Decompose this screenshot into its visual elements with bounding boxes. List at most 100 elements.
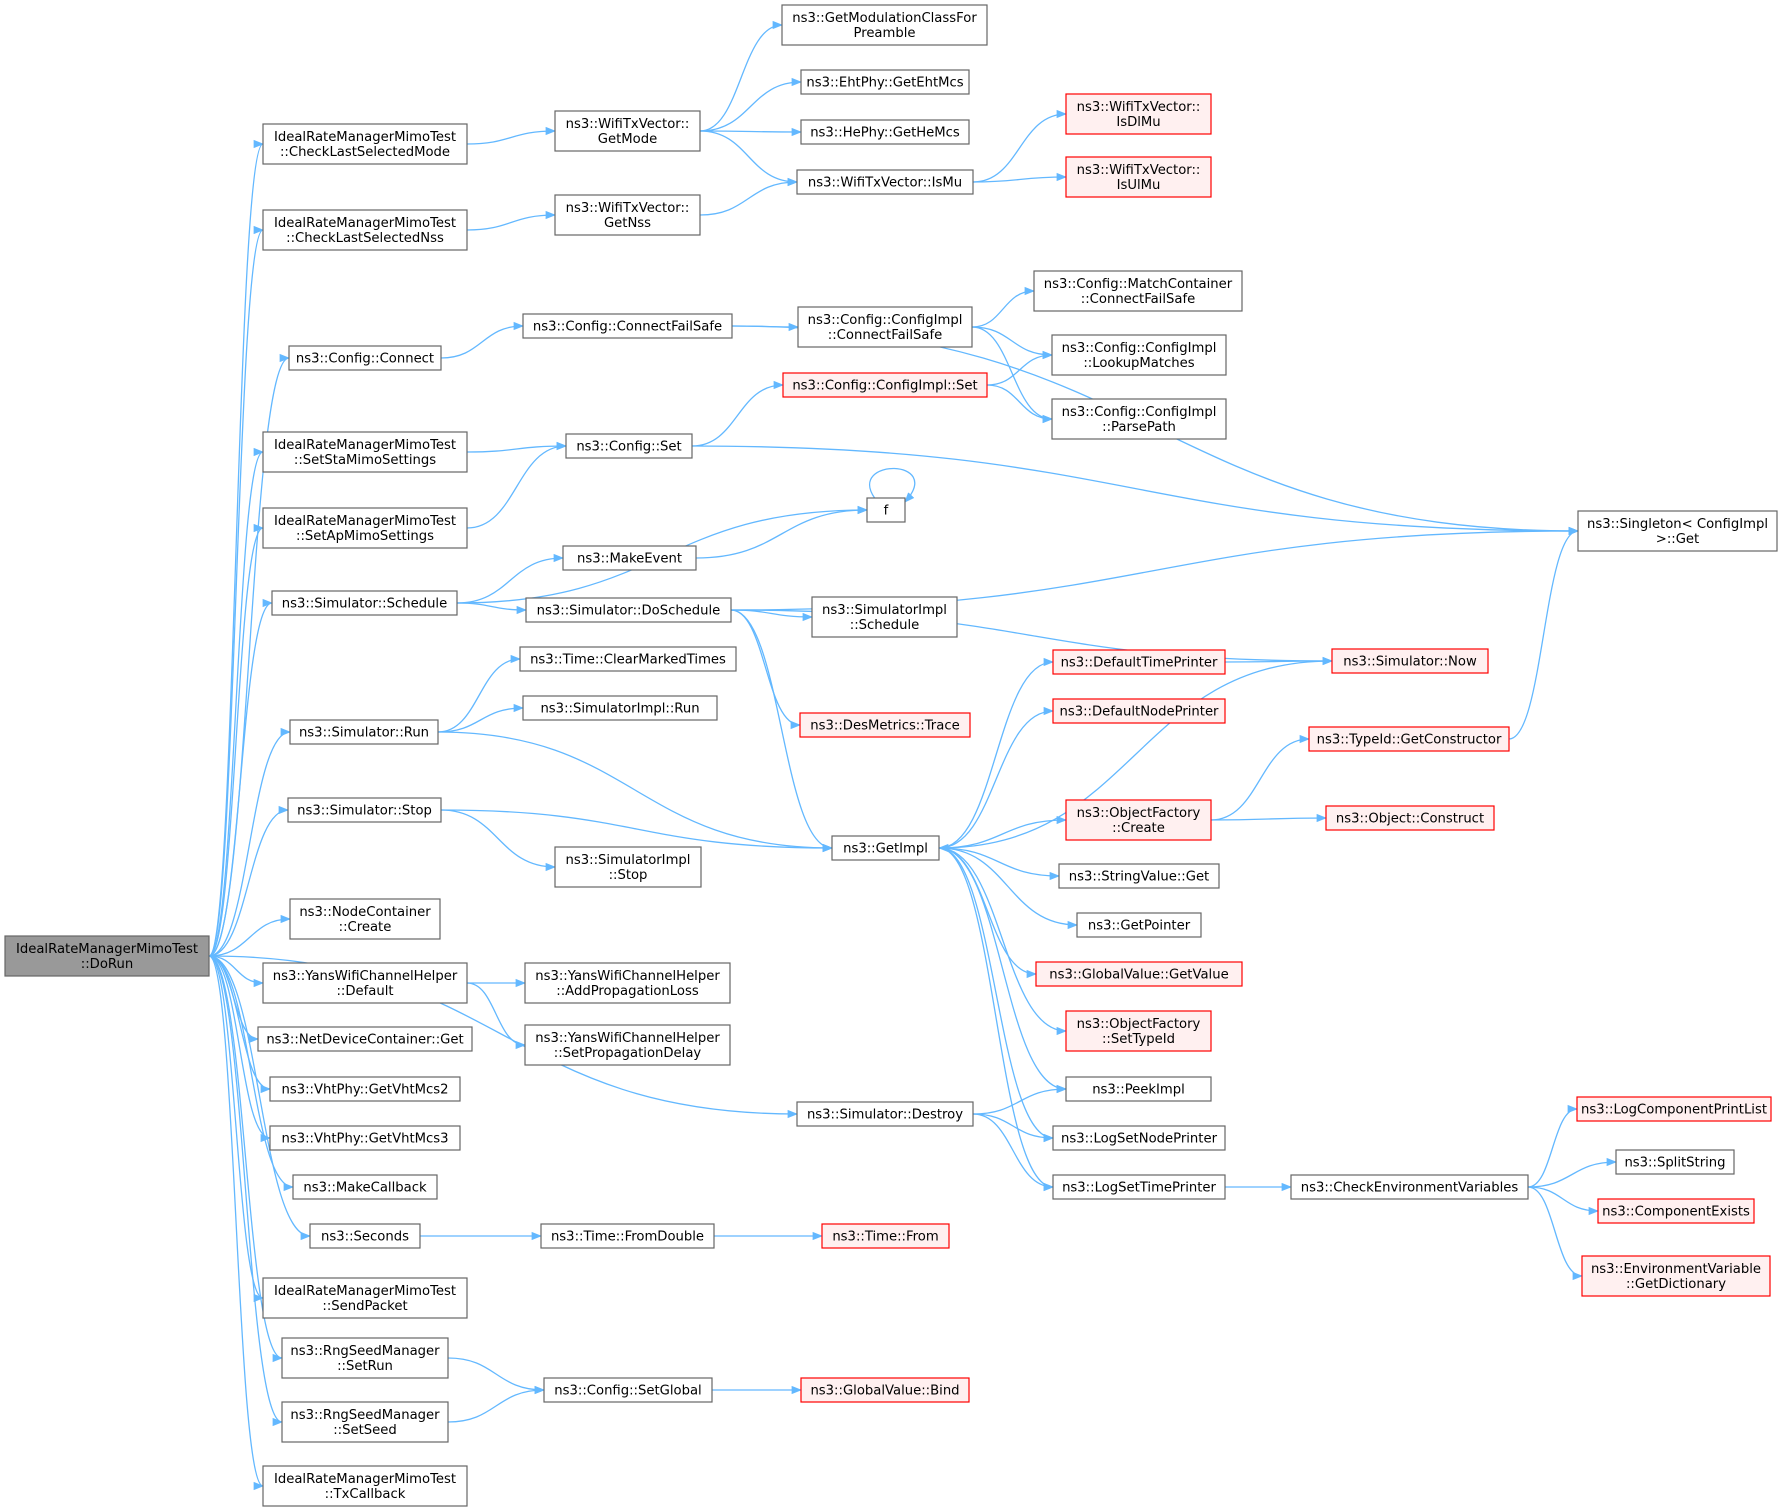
- edge-getmode-to-ismu: [699, 130, 799, 187]
- node-vht2[interactable]: ns3::VhtPhy::GetVhtMcs2: [269, 1076, 461, 1102]
- node-simimplstop[interactable]: ns3::SimulatorImpl::Stop: [554, 846, 702, 888]
- edge-dorun-to-vht2: [208, 955, 272, 1094]
- node-singleton[interactable]: ns3::Singleton< ConfigImpl>::Get: [1577, 510, 1778, 552]
- node-box: [540, 1223, 715, 1249]
- node-label-line: >::Get: [1656, 532, 1699, 547]
- node-makecb[interactable]: ns3::MakeCallback: [292, 1174, 438, 1200]
- edge-checkmode-to-getmode: [466, 126, 557, 145]
- node-f[interactable]: f: [866, 497, 906, 523]
- node-cfgconnect[interactable]: ns3::Config::Connect: [288, 345, 442, 371]
- node-makeevent[interactable]: ns3::MakeEvent: [562, 545, 697, 571]
- node-box: [554, 846, 702, 888]
- node-dorun[interactable]: IdealRateManagerMimoTest::DoRun: [4, 935, 210, 977]
- node-checkenv[interactable]: ns3::CheckEnvironmentVariables: [1290, 1174, 1529, 1200]
- node-label-line: IdealRateManagerMimoTest: [274, 216, 456, 231]
- node-getimpl[interactable]: ns3::GetImpl: [831, 835, 940, 861]
- node-objfcreate[interactable]: ns3::ObjectFactory::Create: [1065, 799, 1212, 841]
- node-box: [522, 695, 718, 721]
- node-timefrom[interactable]: ns3::Time::From: [821, 1223, 950, 1249]
- node-gvbind[interactable]: ns3::GlobalValue::Bind: [800, 1377, 970, 1403]
- node-box: [292, 1174, 438, 1200]
- node-setap[interactable]: IdealRateManagerMimoTest::SetApMimoSetti…: [262, 507, 468, 549]
- node-envgetdict[interactable]: ns3::EnvironmentVariable::GetDictionary: [1581, 1255, 1771, 1297]
- node-simrun[interactable]: ns3::Simulator::Run: [289, 719, 439, 745]
- node-cfgimplcfs[interactable]: ns3::Config::ConfigImpl::ConnectFailSafe: [797, 306, 973, 348]
- node-label-line: ns3::Config::ConnectFailSafe: [533, 320, 722, 335]
- node-typeidgetctor[interactable]: ns3::TypeId::GetConstructor: [1308, 726, 1510, 752]
- node-seconds[interactable]: ns3::Seconds: [309, 1223, 421, 1249]
- node-cfgcfs[interactable]: ns3::Config::ConnectFailSafe: [522, 313, 733, 339]
- node-label-line: ns3::WifiTxVector::: [566, 201, 690, 216]
- node-gvgetvalue[interactable]: ns3::GlobalValue::GetValue: [1035, 961, 1243, 987]
- node-label-line: ns3::DesMetrics::Trace: [810, 719, 959, 734]
- node-simimplrun[interactable]: ns3::SimulatorImpl::Run: [522, 695, 718, 721]
- node-box: [1290, 1174, 1529, 1200]
- node-isulmu[interactable]: ns3::WifiTxVector::IsUlMu: [1065, 156, 1212, 198]
- node-label-line: ns3::VhtPhy::GetVhtMcs3: [281, 1132, 448, 1147]
- node-box: [1065, 1010, 1212, 1052]
- node-box: [269, 1125, 461, 1151]
- node-label-line: ns3::Config::ConfigImpl: [1062, 405, 1217, 420]
- node-sendpacket[interactable]: IdealRateManagerMimoTest::SendPacket: [262, 1277, 468, 1319]
- node-objconstruct[interactable]: ns3::Object::Construct: [1325, 805, 1495, 831]
- node-setprop[interactable]: ns3::YansWifiChannelHelper::SetPropagati…: [524, 1024, 731, 1066]
- node-label-line: ns3::LogSetNodePrinter: [1061, 1132, 1218, 1147]
- node-getnss[interactable]: ns3::WifiTxVector::GetNss: [554, 194, 701, 236]
- node-objfsettypeid[interactable]: ns3::ObjectFactory::SetTypeId: [1065, 1010, 1212, 1052]
- node-parsepath[interactable]: ns3::Config::ConfigImpl::ParsePath: [1051, 398, 1227, 440]
- node-checkmode[interactable]: IdealRateManagerMimoTest::CheckLastSelec…: [262, 123, 468, 165]
- node-label-line: ns3::Simulator::DoSchedule: [537, 604, 721, 619]
- node-simdosched[interactable]: ns3::Simulator::DoSchedule: [525, 597, 732, 623]
- node-gethemcs[interactable]: ns3::HePhy::GetHeMcs: [800, 119, 970, 145]
- node-cfgimplset[interactable]: ns3::Config::ConfigImpl::Set: [782, 372, 988, 398]
- node-logsetnode[interactable]: ns3::LogSetNodePrinter: [1052, 1125, 1226, 1151]
- node-simnow[interactable]: ns3::Simulator::Now: [1331, 648, 1489, 674]
- node-txcallback[interactable]: IdealRateManagerMimoTest::TxCallback: [262, 1465, 468, 1507]
- node-label-line: ::ParsePath: [1102, 420, 1176, 435]
- node-simimplsched[interactable]: ns3::SimulatorImpl::Schedule: [811, 596, 958, 638]
- node-desmetrics[interactable]: ns3::DesMetrics::Trace: [799, 712, 971, 738]
- edge-dorun-to-setsta: [208, 448, 265, 957]
- node-ndcget[interactable]: ns3::NetDeviceContainer::Get: [257, 1026, 473, 1052]
- node-clearmarked[interactable]: ns3::Time::ClearMarkedTimes: [519, 646, 737, 672]
- node-label-line: ::GetDictionary: [1626, 1277, 1726, 1292]
- node-getmode[interactable]: ns3::WifiTxVector::GetMode: [554, 110, 701, 152]
- node-cfgset[interactable]: ns3::Config::Set: [565, 433, 693, 459]
- node-label-line: ns3::VhtPhy::GetVhtMcs2: [281, 1083, 448, 1098]
- node-fromdouble[interactable]: ns3::Time::FromDouble: [540, 1223, 715, 1249]
- node-yansdefault[interactable]: ns3::YansWifiChannelHelper::Default: [262, 962, 468, 1004]
- node-nodecreate[interactable]: ns3::NodeContainer::Create: [289, 898, 441, 940]
- node-simdestroy[interactable]: ns3::Simulator::Destroy: [796, 1101, 974, 1127]
- node-vht3[interactable]: ns3::VhtPhy::GetVhtMcs3: [269, 1125, 461, 1151]
- node-addprop[interactable]: ns3::YansWifiChannelHelper::AddPropagati…: [524, 962, 731, 1004]
- node-peekimpl[interactable]: ns3::PeekImpl: [1065, 1076, 1212, 1102]
- node-box: [1576, 1096, 1772, 1122]
- node-cfgsetglobal[interactable]: ns3::Config::SetGlobal: [543, 1377, 713, 1403]
- node-matchcfs[interactable]: ns3::Config::MatchContainer::ConnectFail…: [1033, 270, 1243, 312]
- node-logsettime[interactable]: ns3::LogSetTimePrinter: [1052, 1174, 1226, 1200]
- node-label-line: IsUlMu: [1117, 178, 1161, 193]
- node-defnodeprinter[interactable]: ns3::DefaultNodePrinter: [1052, 698, 1226, 724]
- node-checknss[interactable]: IdealRateManagerMimoTest::CheckLastSelec…: [262, 209, 468, 251]
- node-getehtmcs[interactable]: ns3::EhtPhy::GetEhtMcs: [800, 69, 970, 95]
- node-simstop[interactable]: ns3::Simulator::Stop: [287, 797, 442, 823]
- edge-getimpl-to-logsettime: [938, 847, 1055, 1192]
- node-deftimeprinter[interactable]: ns3::DefaultTimePrinter: [1052, 649, 1226, 675]
- node-rngsetrun[interactable]: ns3::RngSeedManager::SetRun: [281, 1337, 449, 1379]
- node-lookup[interactable]: ns3::Config::ConfigImpl::LookupMatches: [1051, 334, 1227, 376]
- node-strvalget[interactable]: ns3::StringValue::Get: [1058, 863, 1220, 889]
- node-box: [262, 431, 468, 473]
- node-splitstring[interactable]: ns3::SplitString: [1615, 1149, 1735, 1175]
- node-logcompprint[interactable]: ns3::LogComponentPrintList: [1576, 1096, 1772, 1122]
- node-rngsetseed[interactable]: ns3::RngSeedManager::SetSeed: [281, 1401, 449, 1443]
- node-setsta[interactable]: IdealRateManagerMimoTest::SetStaMimoSett…: [262, 431, 468, 473]
- node-label-line: ns3::ComponentExists: [1602, 1205, 1750, 1220]
- node-box: [800, 69, 970, 95]
- node-compexists[interactable]: ns3::ComponentExists: [1597, 1198, 1755, 1224]
- node-simschedule[interactable]: ns3::Simulator::Schedule: [271, 590, 458, 616]
- node-ismu[interactable]: ns3::WifiTxVector::IsMu: [796, 169, 974, 195]
- node-getpointer[interactable]: ns3::GetPointer: [1076, 912, 1202, 938]
- node-isdlmu[interactable]: ns3::WifiTxVector::IsDlMu: [1065, 93, 1212, 135]
